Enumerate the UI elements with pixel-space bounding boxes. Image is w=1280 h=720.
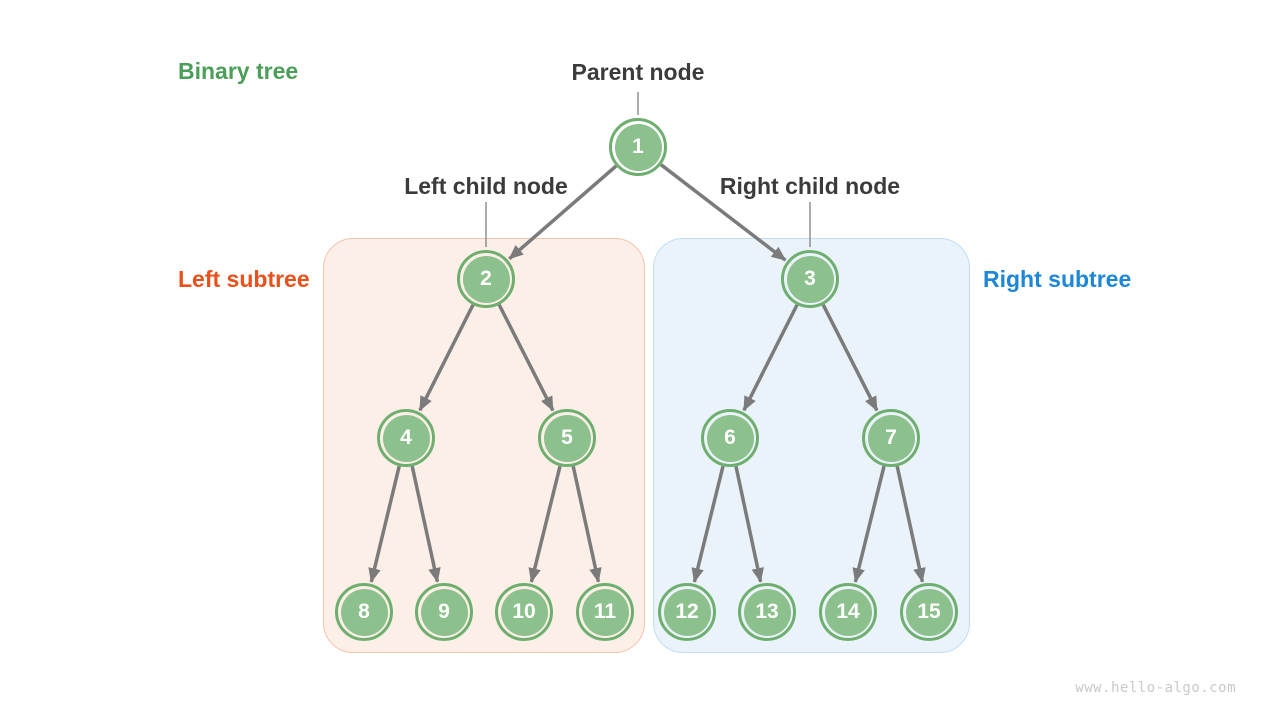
tree-node-13: 13 <box>738 583 796 641</box>
tree-node-value: 12 <box>663 588 711 636</box>
tree-node-value: 4 <box>382 414 430 462</box>
tree-node-2: 2 <box>457 250 515 308</box>
left-child-node-label: Left child node <box>404 173 568 199</box>
tree-node-value: 14 <box>824 588 872 636</box>
tree-node-14: 14 <box>819 583 877 641</box>
tree-node-value: 1 <box>614 123 662 171</box>
tree-node-value: 11 <box>581 588 629 636</box>
tree-node-value: 6 <box>706 414 754 462</box>
tree-edge-4-8 <box>368 465 401 583</box>
tree-edges <box>368 92 926 583</box>
tree-edge-1-2 <box>508 164 618 261</box>
tree-edge-7-14 <box>852 465 886 583</box>
tree-node-9: 9 <box>415 583 473 641</box>
tree-edge-5-10 <box>528 465 562 583</box>
tree-node-value: 15 <box>905 588 953 636</box>
tree-node-value: 2 <box>462 255 510 303</box>
tree-node-15: 15 <box>900 583 958 641</box>
tree-node-value: 9 <box>420 588 468 636</box>
tree-node-value: 3 <box>786 255 834 303</box>
tree-node-11: 11 <box>576 583 634 641</box>
tree-node-value: 5 <box>543 414 591 462</box>
watermark: www.hello-algo.com <box>1075 680 1236 696</box>
tree-node-4: 4 <box>377 409 435 467</box>
tree-node-value: 7 <box>867 414 915 462</box>
tree-edge-1-3 <box>659 163 787 262</box>
tree-edge-3-6 <box>742 304 799 412</box>
tree-node-3: 3 <box>781 250 839 308</box>
tree-edge-5-11 <box>571 465 602 583</box>
tree-node-12: 12 <box>658 583 716 641</box>
left-subtree-label: Left subtree <box>178 266 310 292</box>
tree-node-value: 8 <box>340 588 388 636</box>
tree-node-10: 10 <box>495 583 553 641</box>
tree-node-value: 13 <box>743 588 791 636</box>
tree-node-1: 1 <box>609 118 667 176</box>
tree-edge-7-15 <box>895 465 926 583</box>
tree-edge-3-7 <box>821 304 879 412</box>
tree-node-5: 5 <box>538 409 596 467</box>
parent-node-label: Parent node <box>571 59 705 85</box>
tree-node-7: 7 <box>862 409 920 467</box>
tree-edge-6-13 <box>734 466 764 583</box>
tree-edge-4-9 <box>410 465 441 583</box>
right-subtree-label: Right subtree <box>983 266 1132 292</box>
tree-node-6: 6 <box>701 409 759 467</box>
tree-node-value: 10 <box>500 588 548 636</box>
tree-edge-2-4 <box>418 304 475 412</box>
tree-edge-6-12 <box>691 465 725 583</box>
right-child-node-label: Right child node <box>719 173 901 199</box>
diagram-title: Binary tree <box>178 58 299 84</box>
tree-edge-2-5 <box>497 304 555 412</box>
tree-node-8: 8 <box>335 583 393 641</box>
